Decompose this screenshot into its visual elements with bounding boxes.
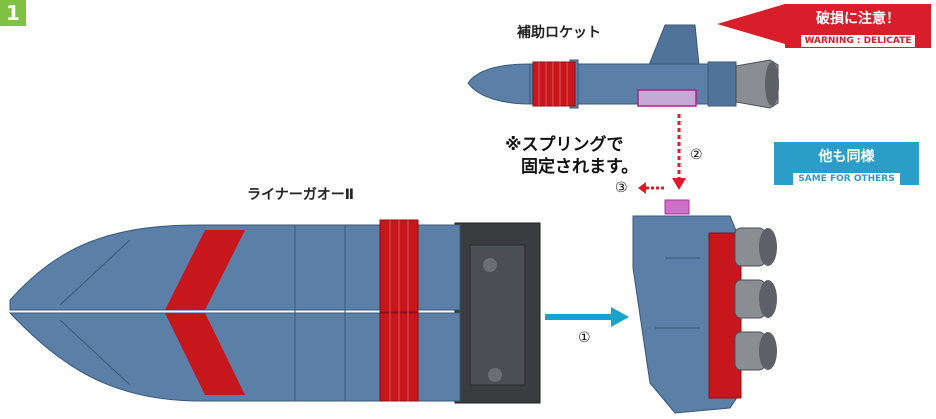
thruster-stack [734, 227, 777, 371]
liner-gaoh-image [8, 219, 541, 404]
spring-note-line2: 固定されます。 [521, 157, 639, 177]
same-title: 他も同様 [818, 149, 875, 165]
step-2-number: ② [690, 147, 703, 163]
side-module-image [632, 199, 777, 414]
same-for-others-box: 他も同様 SAME FOR OTHERS [774, 142, 919, 185]
same-subtitle: SAME FOR OTHERS [793, 173, 900, 185]
spring-note-line1: ※スプリングで [505, 135, 624, 155]
step-2-3-arrows [638, 114, 686, 194]
booster-rocket-image [467, 24, 779, 109]
step-3-number: ③ [615, 180, 628, 196]
warning-pointer [717, 4, 785, 44]
warning-title: 破損に注意！ [816, 11, 900, 27]
robot-name-label: ライナーガオーⅡ [247, 187, 354, 203]
warning-subtitle: WARNING : DELICATE [800, 35, 916, 47]
warning-box: 破損に注意！ WARNING : DELICATE [785, 4, 931, 48]
step-number-badge: 1 [0, 0, 26, 26]
step-1-arrow [545, 307, 629, 327]
step-1-number: ① [578, 330, 591, 346]
rocket-name-label: 補助ロケット [517, 25, 601, 41]
